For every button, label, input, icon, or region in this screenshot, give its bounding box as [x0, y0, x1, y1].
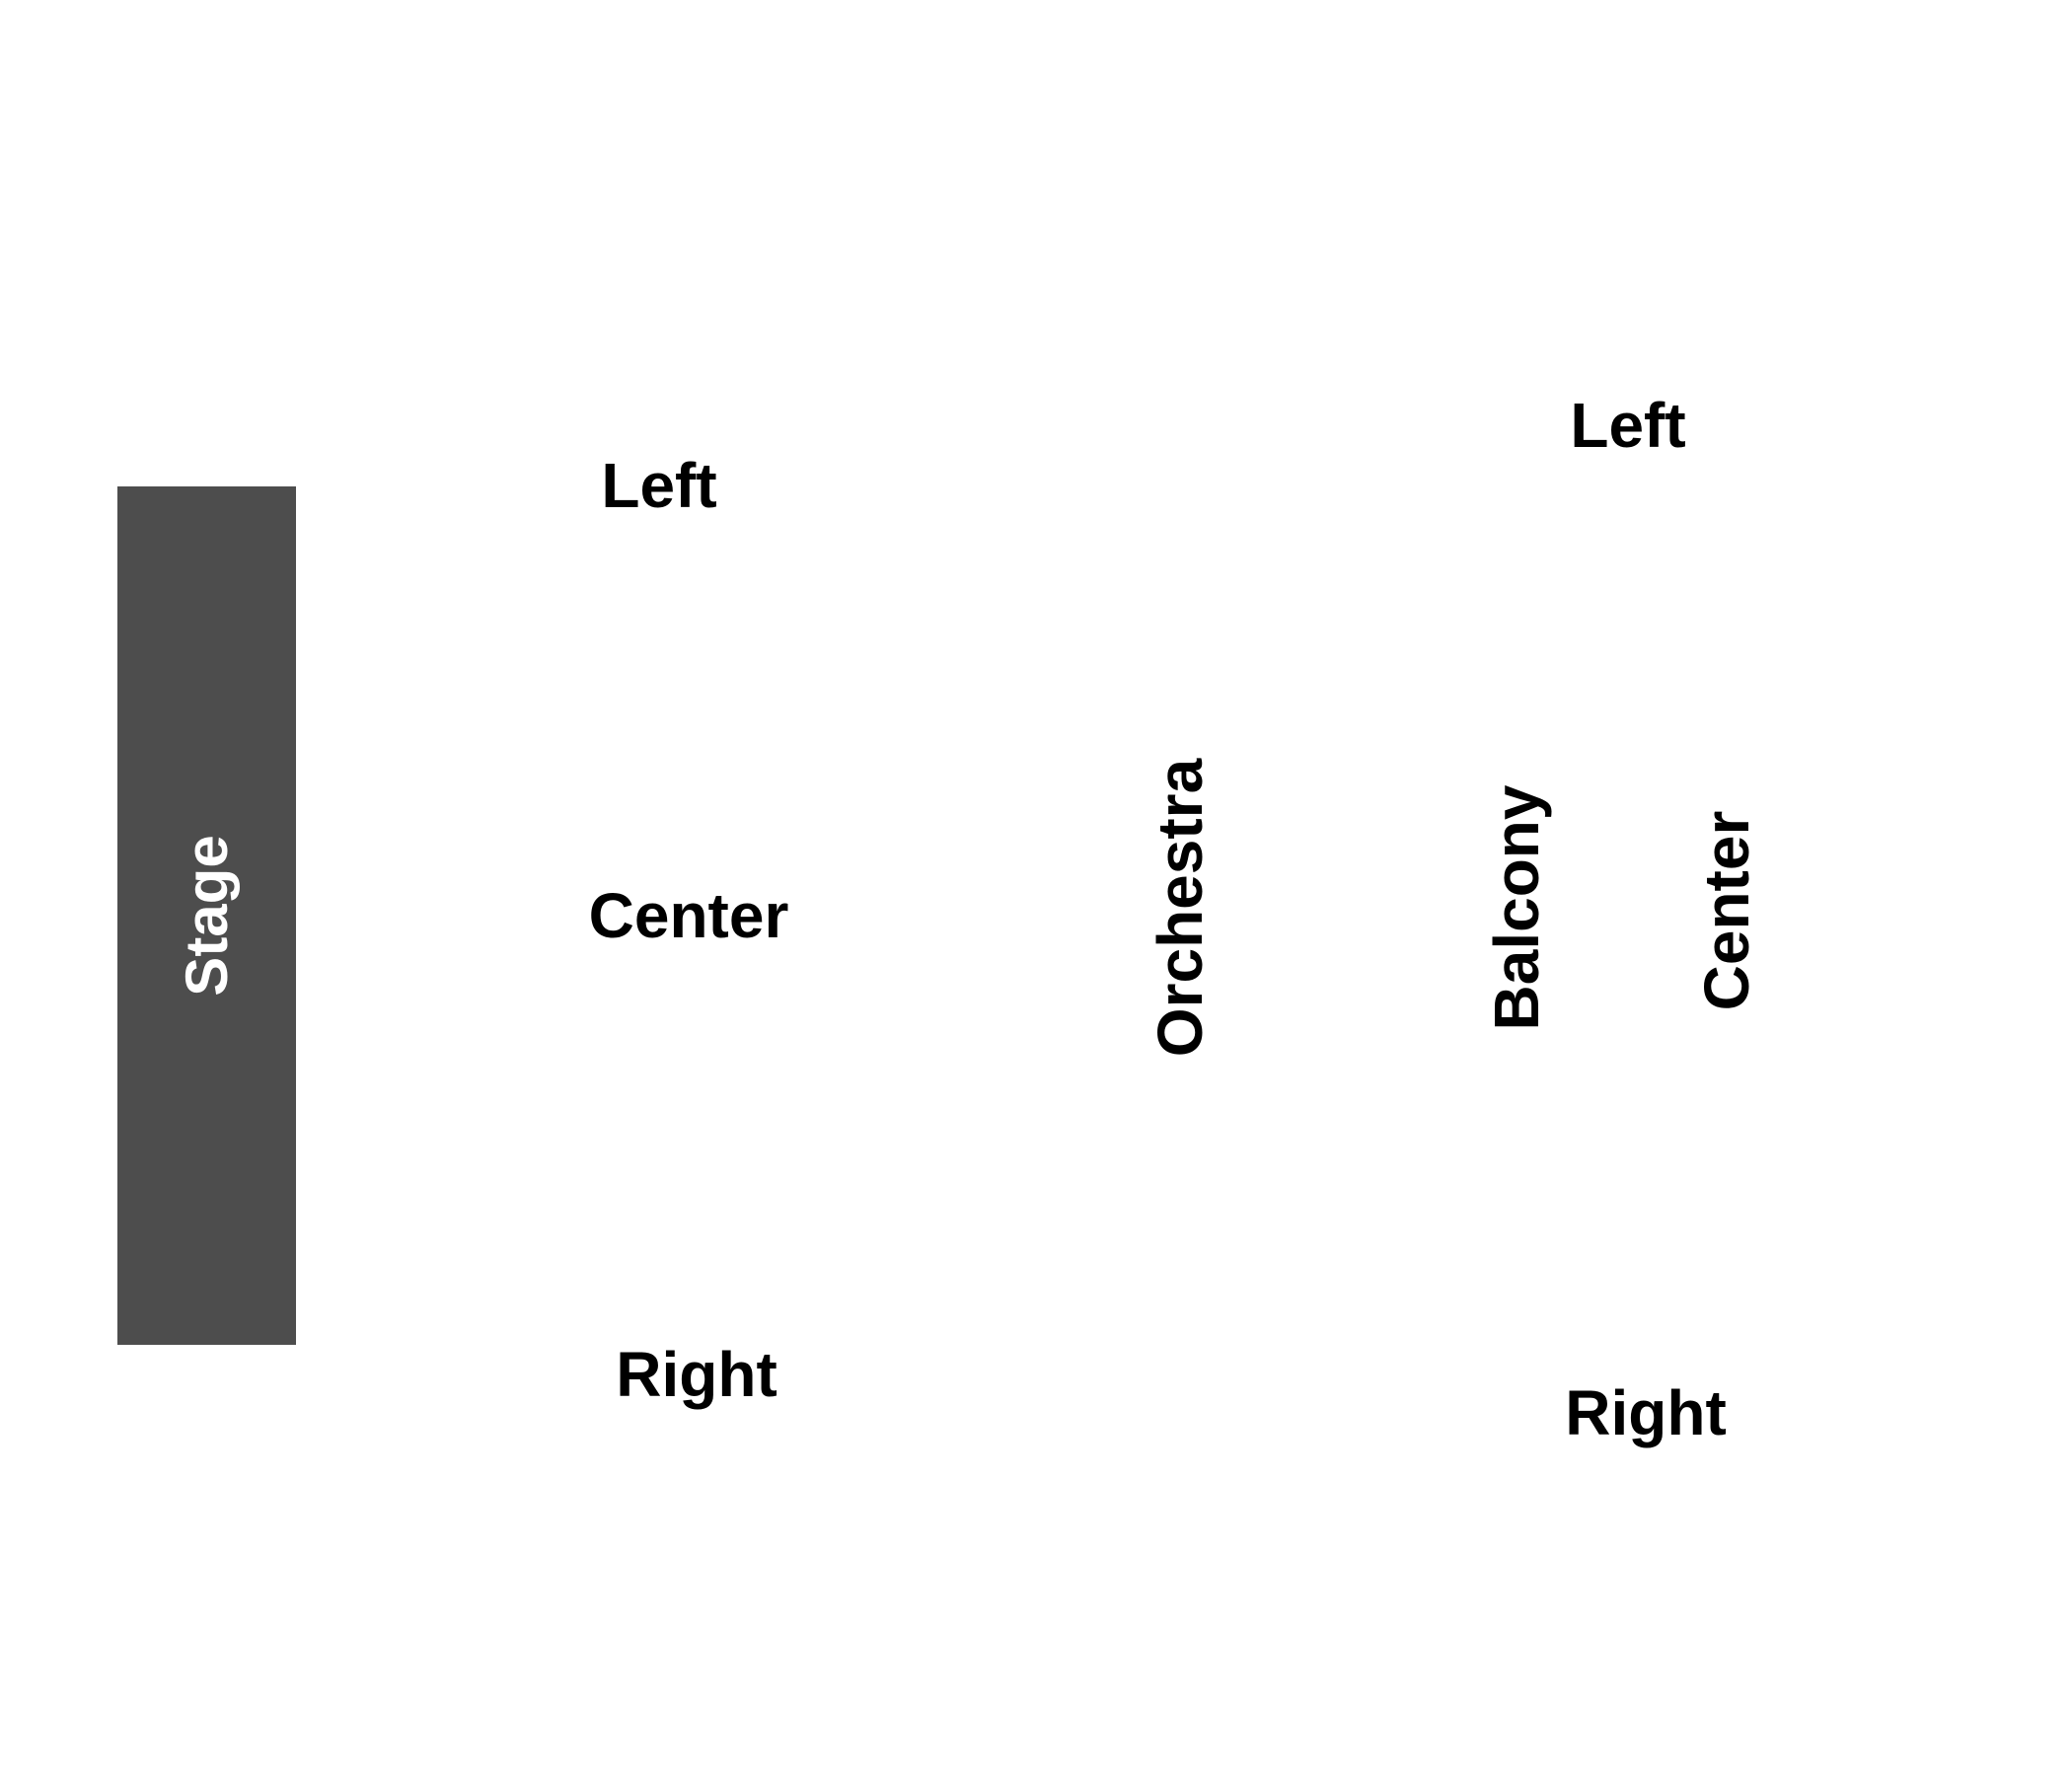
orchestra-left-label[interactable]: Left [601, 450, 717, 521]
balcony-left-label[interactable]: Left [1570, 390, 1686, 461]
orchestra-center-label[interactable]: Center [588, 880, 789, 951]
balcony-center-label[interactable]: Center [1691, 810, 1762, 1011]
stage-block: Stage [117, 486, 296, 1345]
stage-label: Stage [173, 835, 240, 997]
balcony-right-label[interactable]: Right [1565, 1377, 1727, 1448]
orchestra-right-label[interactable]: Right [616, 1339, 777, 1410]
balcony-level-label: Balcony [1481, 784, 1552, 1031]
orchestra-level-label: Orchestra [1145, 758, 1216, 1058]
